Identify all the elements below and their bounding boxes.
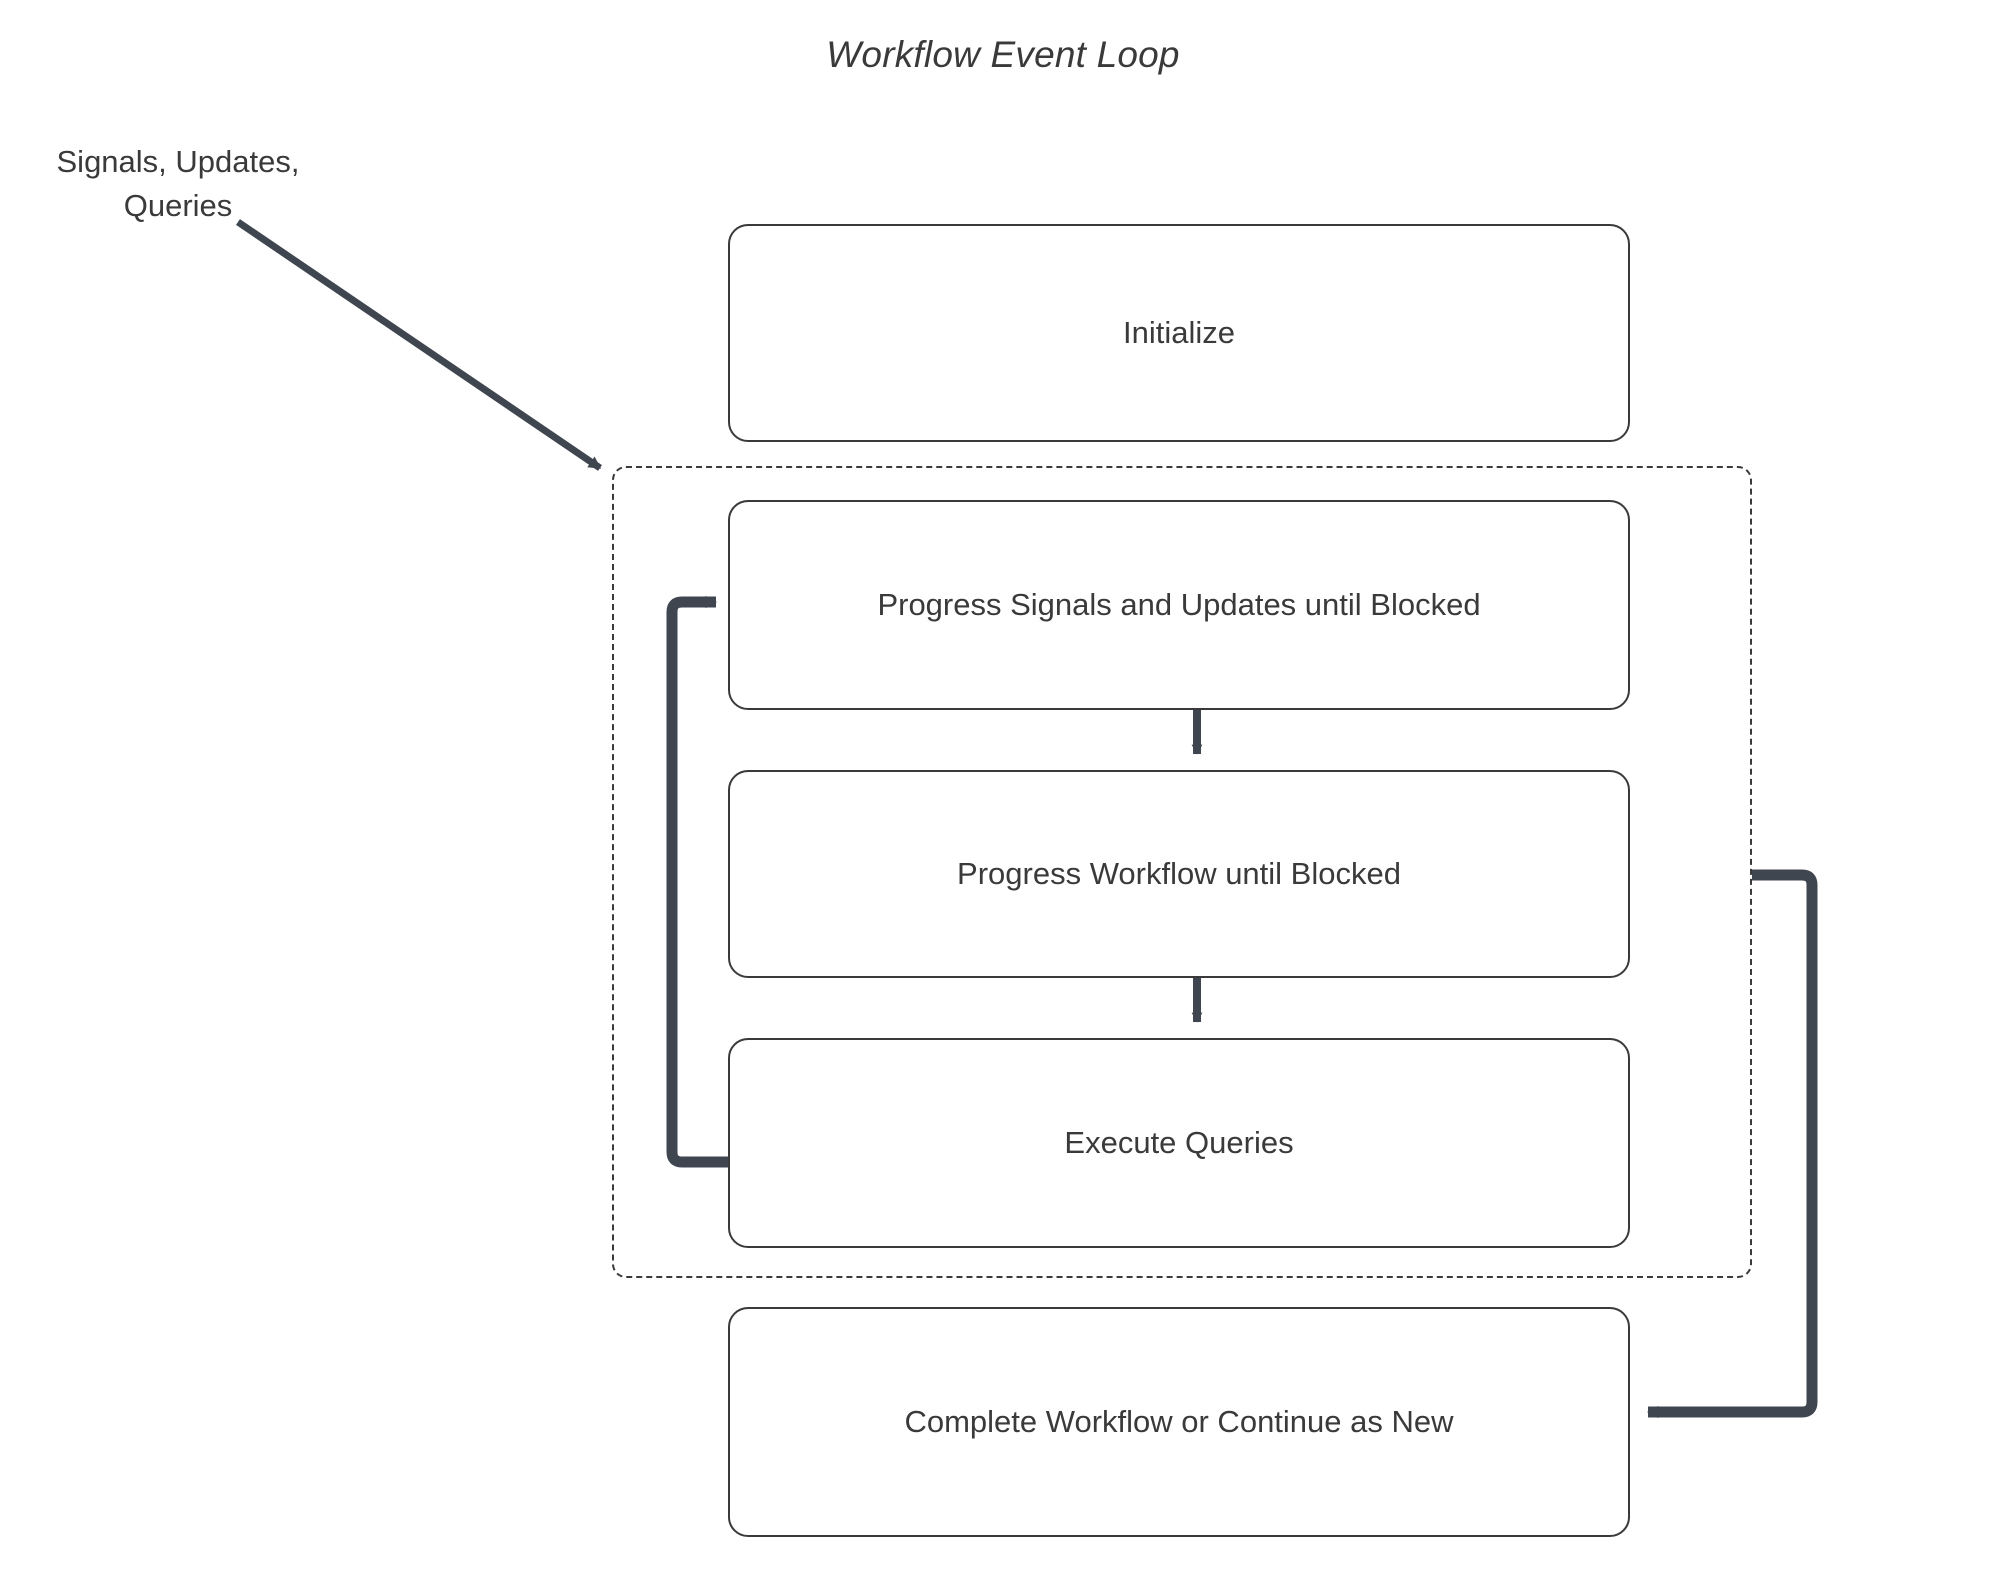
node-progress-workflow-label: Progress Workflow until Blocked (957, 856, 1401, 891)
node-progress-signals-label: Progress Signals and Updates until Block… (877, 587, 1481, 622)
external-input-label-line1: Signals, Updates, (56, 144, 300, 179)
node-execute-queries-label: Execute Queries (1064, 1125, 1294, 1160)
external-input-label-line2: Queries (123, 188, 233, 223)
node-initialize-label: Initialize (1123, 315, 1235, 350)
node-complete-workflow[interactable]: Complete Workflow or Continue as New (728, 1307, 1630, 1537)
page-title: Workflow Event Loop (826, 34, 1180, 75)
event-loop-group-container (612, 466, 1752, 1278)
node-execute-queries[interactable]: Execute Queries (728, 1038, 1630, 1248)
external-input-label: Signals, Updates, Queries (18, 140, 338, 228)
node-complete-workflow-label: Complete Workflow or Continue as New (904, 1404, 1454, 1439)
node-initialize[interactable]: Initialize (728, 224, 1630, 442)
node-progress-workflow[interactable]: Progress Workflow until Blocked (728, 770, 1630, 978)
node-progress-signals[interactable]: Progress Signals and Updates until Block… (728, 500, 1630, 710)
edge-external-input-to-event-loop (236, 219, 602, 471)
